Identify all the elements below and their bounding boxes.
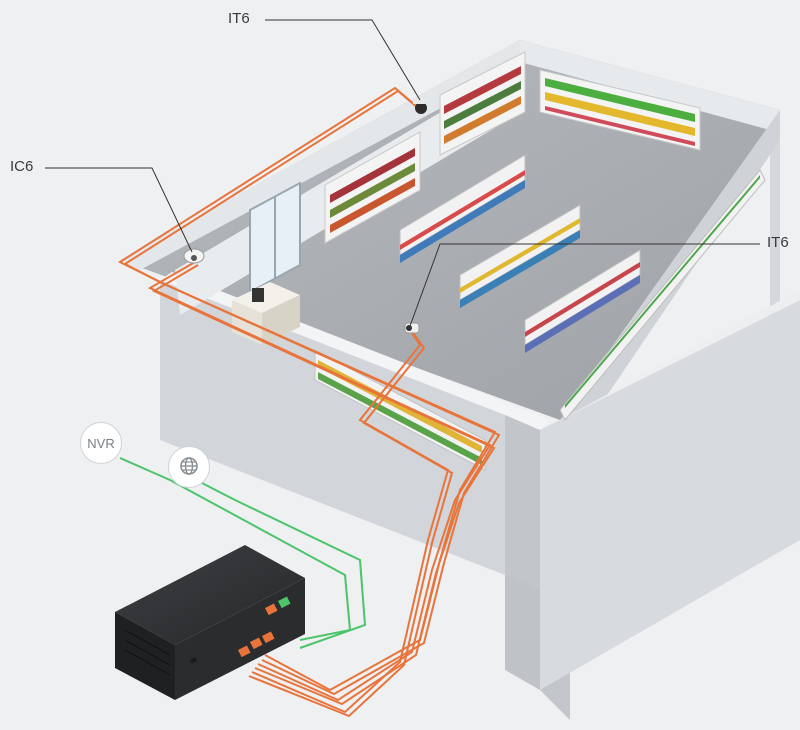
globe-icon — [178, 455, 200, 480]
aisle-shelves — [399, 154, 766, 421]
network-cables — [119, 457, 367, 649]
cameras — [183, 98, 427, 334]
poe-switch — [115, 545, 305, 700]
camera-right-label: IT6 — [767, 234, 789, 251]
camera-top-device — [413, 98, 427, 114]
nvr-label: NVR — [87, 435, 115, 451]
poe-cables — [117, 86, 501, 718]
internet-badge — [168, 446, 210, 488]
camera-top-label: IT6 — [228, 10, 250, 27]
building — [120, 40, 800, 720]
camera-left-label: IC6 — [10, 158, 34, 175]
switch-ports — [237, 596, 291, 658]
wall-shelves — [324, 51, 701, 244]
camera-right-device — [404, 322, 420, 334]
nvr-badge: NVR — [80, 422, 122, 464]
front-shelf — [314, 349, 486, 471]
callout-lines — [45, 19, 760, 327]
camera-left-device — [183, 248, 205, 264]
